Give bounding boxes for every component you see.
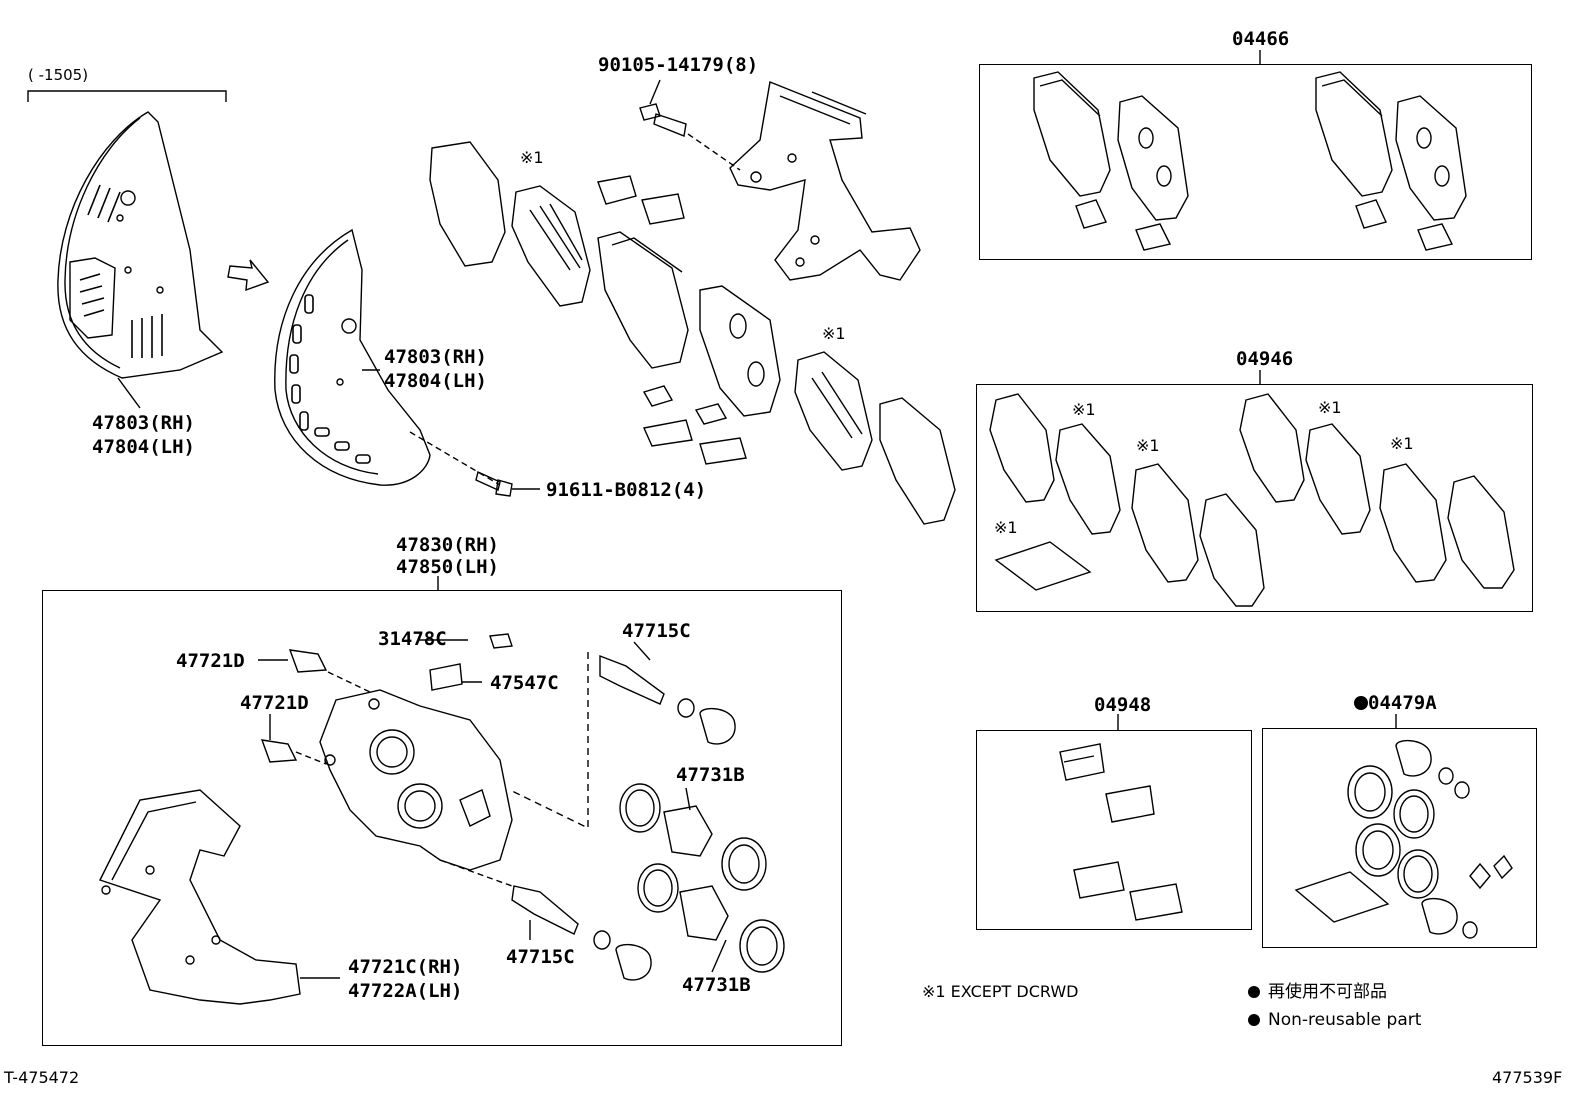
part-label-47715c-bot[interactable]: 47715C (506, 946, 575, 968)
legend-dot-icon (1248, 986, 1260, 998)
date-range-label: ( -1505) (28, 66, 89, 84)
legend-jp-text: 再使用不可部品 (1268, 982, 1387, 1002)
kit-04946-drawing (989, 393, 1515, 607)
footnote-mark: ※1 (1390, 434, 1414, 453)
pad-clip-drawings (597, 175, 747, 465)
part-label-91611[interactable]: 91611-B0812(4) (546, 479, 707, 501)
bolt-90105-drawing (639, 103, 687, 137)
part-label-47804-left[interactable]: 47804(LH) (92, 436, 195, 458)
part-label-47715c-top[interactable]: 47715C (622, 620, 691, 642)
footnote-mark: ※1 (1318, 398, 1342, 417)
arrow-right-icon (227, 259, 270, 292)
legend-en-text: Non-reusable part (1268, 1010, 1422, 1030)
dashed-leader (409, 431, 501, 486)
caliper-assembly-drawing (260, 633, 785, 981)
footnote-mark: ※1 (1072, 400, 1096, 419)
part-label-31478c[interactable]: 31478C (378, 628, 447, 650)
kit-box-04946 (976, 384, 1533, 612)
part-label-47731b-bot[interactable]: 47731B (682, 974, 751, 996)
part-label-47830[interactable]: 47830(RH) (396, 534, 499, 556)
legend-dot-icon (1248, 1014, 1260, 1026)
footnote-mark: ※1 (994, 518, 1018, 537)
part-label-47803-mid[interactable]: 47803(RH) (384, 346, 487, 368)
pad-shim-drawings (429, 141, 956, 525)
dust-cover-left-drawing (57, 111, 224, 379)
footnote-mark: ※1 (822, 324, 846, 343)
legend-jp: 再使用不可部品 (1248, 984, 1387, 1001)
bolt-91611-drawing (475, 471, 513, 497)
legend-en: Non-reusable part (1248, 1012, 1421, 1029)
part-label-47721d-a[interactable]: 47721D (176, 650, 245, 672)
part-label-47547c[interactable]: 47547C (490, 672, 559, 694)
kit-label-04479a-text: 04479A (1368, 692, 1437, 714)
part-label-47850[interactable]: 47850(LH) (396, 556, 499, 578)
dashed-leader (687, 133, 741, 171)
kit-box-04948 (976, 730, 1252, 930)
caliper-mounting-bracket-lower-drawing (99, 789, 301, 1005)
kit-box-04479a (1262, 728, 1537, 948)
kit-box-04466 (979, 64, 1532, 260)
ref-code-right: 477539F (1492, 1068, 1563, 1087)
date-range-bracket (27, 90, 227, 102)
part-label-47803-left[interactable]: 47803(RH) (92, 412, 195, 434)
ref-code-left: T-475472 (4, 1068, 80, 1087)
part-label-90105[interactable]: 90105-14179(8) (598, 54, 759, 76)
footnote-except-dcrwd: ※1 EXCEPT DCRWD (922, 982, 1079, 1001)
dust-cover-mid-drawing (274, 228, 431, 486)
part-label-47721c[interactable]: 47721C(RH) (348, 956, 463, 978)
leader-line (117, 377, 141, 409)
leader-lines (258, 50, 1397, 973)
kit-04948-drawing (1059, 743, 1183, 921)
caliper-assembly-box (42, 590, 842, 1046)
kit-label-04479a[interactable]: 04479A (1354, 694, 1437, 713)
part-label-47721d-b[interactable]: 47721D (240, 692, 309, 714)
kit-label-04948[interactable]: 04948 (1094, 694, 1152, 716)
non-reusable-dot-icon (1354, 696, 1368, 710)
footnote-mark: ※1 (520, 148, 544, 167)
caliper-mounting-bracket-top-drawing (729, 81, 921, 281)
kit-label-04466[interactable]: 04466 (1232, 28, 1290, 50)
part-label-47731b-top[interactable]: 47731B (676, 764, 745, 786)
kit-04466-drawing (1033, 71, 1467, 251)
leader-line (649, 79, 661, 105)
footnote-mark: ※1 (1136, 436, 1160, 455)
part-label-47722a[interactable]: 47722A(LH) (348, 980, 463, 1002)
kit-label-04946[interactable]: 04946 (1236, 348, 1294, 370)
part-label-47804-mid[interactable]: 47804(LH) (384, 370, 487, 392)
kit-04479a-drawing (1294, 739, 1513, 939)
